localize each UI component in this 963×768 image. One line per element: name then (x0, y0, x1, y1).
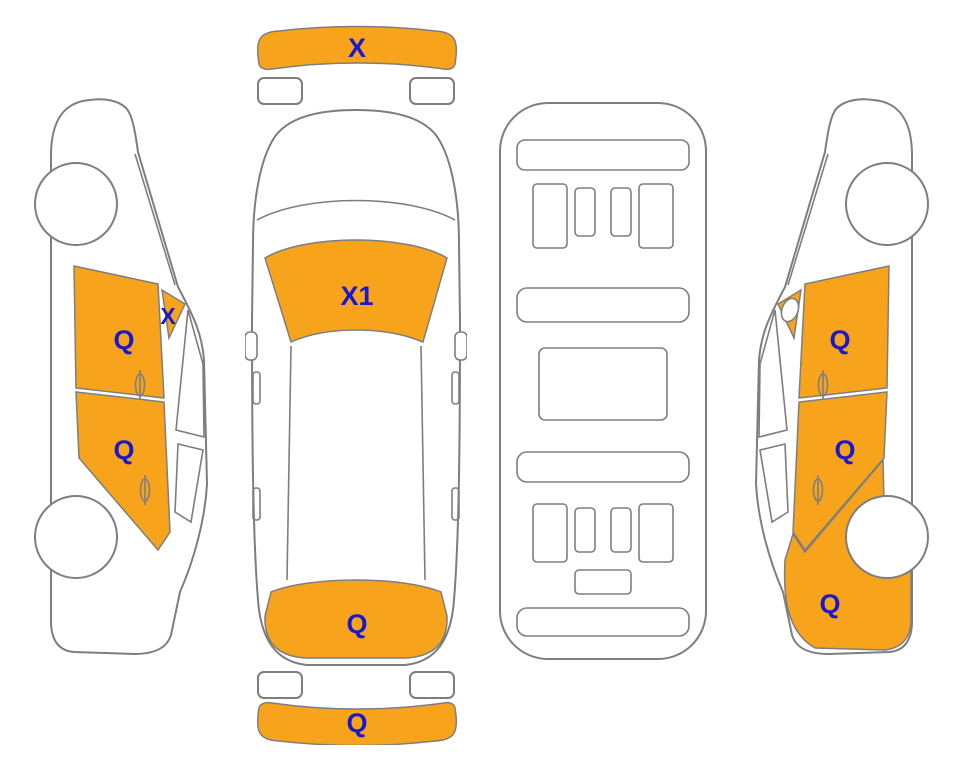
damage-zones-front (256, 25, 458, 71)
damage-zones-rear (256, 701, 458, 745)
chassis-component (610, 507, 632, 553)
damage-zones-body (264, 239, 448, 659)
rear-wheel-icon (845, 495, 929, 579)
front-right-lamp (409, 77, 455, 105)
chassis-component (638, 503, 674, 563)
hood-line (787, 153, 829, 286)
left-mirror-icon (245, 331, 258, 361)
left-rear-door-edge (252, 487, 261, 521)
damage-code-left-rear-door: Q (113, 435, 134, 465)
front-wheel-icon (34, 162, 118, 246)
zone-windshield[interactable] (264, 239, 448, 344)
chassis-component (532, 503, 568, 563)
rear-door-handle-icon (812, 475, 824, 505)
zone-rear-bumper[interactable] (256, 701, 458, 745)
chassis-component (516, 139, 690, 171)
rear-wheel-icon (34, 495, 118, 579)
chassis-component (516, 287, 690, 323)
right-rear-door-edge (451, 487, 460, 521)
right-front-door-edge (451, 371, 460, 405)
rear-door-handle-icon (139, 475, 151, 505)
damage-code-right-rear-door: Q (834, 435, 855, 465)
hood-line (134, 153, 176, 286)
zone-right-front-door[interactable] (798, 265, 890, 399)
right-side-view: Q Q Q (754, 98, 929, 656)
underside-view (499, 102, 707, 660)
hood-contour-line (256, 199, 456, 221)
damage-code-windshield: X1 (340, 281, 373, 311)
top-view: X X1 Q Q (245, 25, 467, 745)
damage-code-left-front-door: Q (113, 325, 134, 355)
right-roof-rail (420, 345, 426, 581)
damage-code-front-bumper: X (348, 33, 366, 63)
damage-code-rear-bumper: Q (346, 708, 367, 738)
damage-code-left-quarter-window: X (160, 303, 176, 329)
left-front-door-edge (252, 371, 261, 405)
chassis-component (516, 607, 690, 637)
left-side-view: X Q Q (34, 98, 209, 656)
chassis-component (574, 187, 596, 237)
damage-code-rear-window-trunk: Q (346, 609, 367, 639)
zone-left-rear-door[interactable] (75, 391, 171, 552)
chassis-component (574, 569, 632, 595)
rear-window (174, 442, 204, 524)
front-wheel-icon (845, 162, 929, 246)
right-mirror-icon (454, 331, 467, 361)
front-door-handle-icon (817, 370, 829, 400)
rear-right-lamp (409, 671, 455, 699)
left-roof-rail (286, 345, 292, 581)
damage-code-right-front-door: Q (829, 325, 850, 355)
zone-right-rear-door[interactable] (792, 391, 888, 552)
chassis-component (574, 507, 596, 553)
zone-front-bumper[interactable] (256, 25, 458, 71)
zone-left-quarter-window[interactable] (161, 288, 186, 341)
front-door-handle-icon (134, 370, 146, 400)
zone-rear-window-trunk[interactable] (264, 579, 448, 659)
zone-left-front-door[interactable] (73, 265, 165, 399)
damage-zones (73, 265, 186, 552)
chassis-component (610, 187, 632, 237)
front-left-lamp (257, 77, 303, 105)
rear-window (759, 442, 789, 524)
chassis-component (516, 451, 690, 483)
chassis-component (532, 183, 568, 249)
chassis-component (638, 183, 674, 249)
damage-code-right-rear-fender: Q (819, 589, 840, 619)
mirror-glass-icon (780, 297, 800, 323)
front-window (175, 309, 205, 439)
front-window (758, 309, 788, 439)
chassis-component (538, 347, 668, 421)
rear-left-lamp (257, 671, 303, 699)
